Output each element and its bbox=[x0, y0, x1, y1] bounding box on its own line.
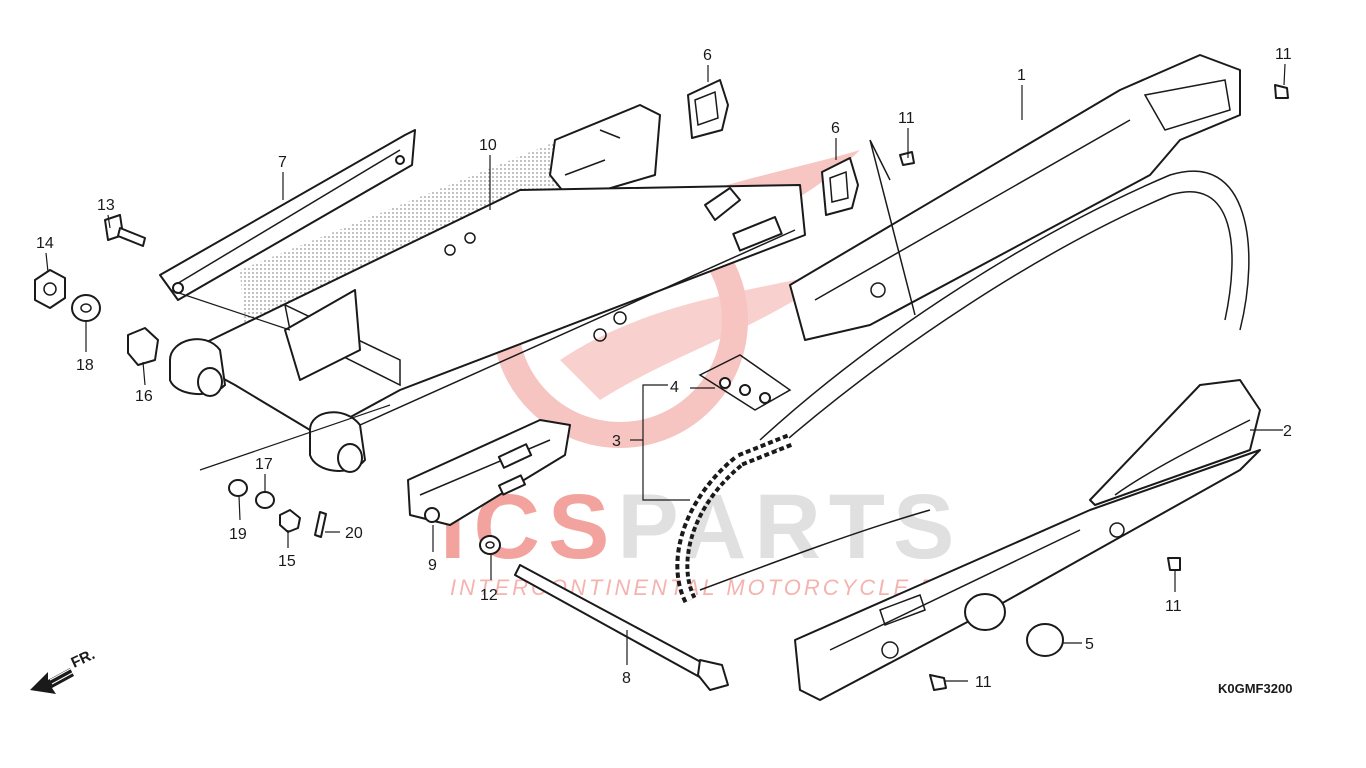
part-9-chain-slider bbox=[407, 419, 571, 526]
part-6-chain-pad-b bbox=[821, 157, 859, 216]
callout-1: 1 bbox=[1017, 67, 1026, 84]
part-2-chain-case-lower bbox=[794, 379, 1261, 701]
callout-11d: 11 bbox=[975, 674, 992, 691]
callout-6b: 6 bbox=[831, 120, 840, 137]
part-19-nut bbox=[228, 479, 248, 497]
callout-13: 13 bbox=[97, 197, 115, 214]
part-13-bolt bbox=[104, 214, 146, 247]
callout-15: 15 bbox=[278, 553, 296, 570]
callout-7: 7 bbox=[278, 154, 287, 171]
callout-9: 9 bbox=[428, 557, 437, 574]
part-18-washer bbox=[71, 294, 101, 322]
part-8-pivot-bolt bbox=[514, 564, 729, 691]
callout-18: 18 bbox=[76, 357, 94, 374]
callout-11c: 11 bbox=[1165, 598, 1182, 615]
part-16-collar bbox=[127, 327, 159, 366]
part-11-bolt-a bbox=[1274, 84, 1289, 99]
part-12-washer bbox=[479, 535, 501, 555]
part-3-drive-chain-loop bbox=[699, 170, 1250, 591]
part-15-nut bbox=[279, 509, 301, 533]
callout-4: 4 bbox=[670, 379, 679, 396]
part-11-bolt-b bbox=[899, 151, 915, 166]
part-17-washer bbox=[255, 491, 275, 509]
callouts: 1 2 3 4 5 6 6 7 8 9 10 11 11 11 11 12 13… bbox=[36, 46, 1292, 691]
callout-14: 14 bbox=[36, 235, 54, 252]
callout-5: 5 bbox=[1085, 636, 1094, 653]
diagram-code: K0GMF3200 bbox=[1218, 681, 1292, 696]
part-7-plate bbox=[159, 129, 416, 301]
part-11-bolt-d bbox=[929, 674, 947, 691]
callout-17: 17 bbox=[255, 456, 273, 473]
watermark-suffix: PARTS bbox=[617, 476, 962, 578]
callout-19: 19 bbox=[229, 526, 247, 543]
front-direction-indicator: FR. bbox=[30, 646, 98, 694]
part-14-nut bbox=[34, 269, 66, 309]
part-5-cap bbox=[1026, 623, 1064, 657]
part-1-chain-case bbox=[789, 54, 1241, 341]
callout-16: 16 bbox=[135, 388, 153, 405]
part-20-cotter-pin bbox=[314, 511, 327, 538]
part-4-master-link bbox=[698, 354, 792, 411]
swingarm bbox=[169, 184, 806, 473]
callout-12: 12 bbox=[480, 587, 498, 604]
callout-20: 20 bbox=[345, 525, 363, 542]
part-11-bolt-c bbox=[1167, 557, 1181, 571]
front-label: FR. bbox=[69, 646, 98, 672]
callout-11a: 11 bbox=[1275, 46, 1292, 63]
part-3-drive-chain bbox=[675, 433, 793, 604]
callout-6a: 6 bbox=[703, 47, 712, 64]
callout-2: 2 bbox=[1283, 423, 1292, 440]
part-6-chain-pad-a bbox=[687, 79, 729, 139]
watermark-brand: ICSPARTS bbox=[440, 476, 962, 578]
callout-8: 8 bbox=[622, 670, 631, 687]
leader-lines bbox=[45, 63, 1286, 682]
callout-11b: 11 bbox=[898, 110, 915, 127]
arrow-left-icon bbox=[30, 667, 75, 694]
callout-10: 10 bbox=[479, 137, 497, 154]
callout-3: 3 bbox=[612, 433, 621, 450]
